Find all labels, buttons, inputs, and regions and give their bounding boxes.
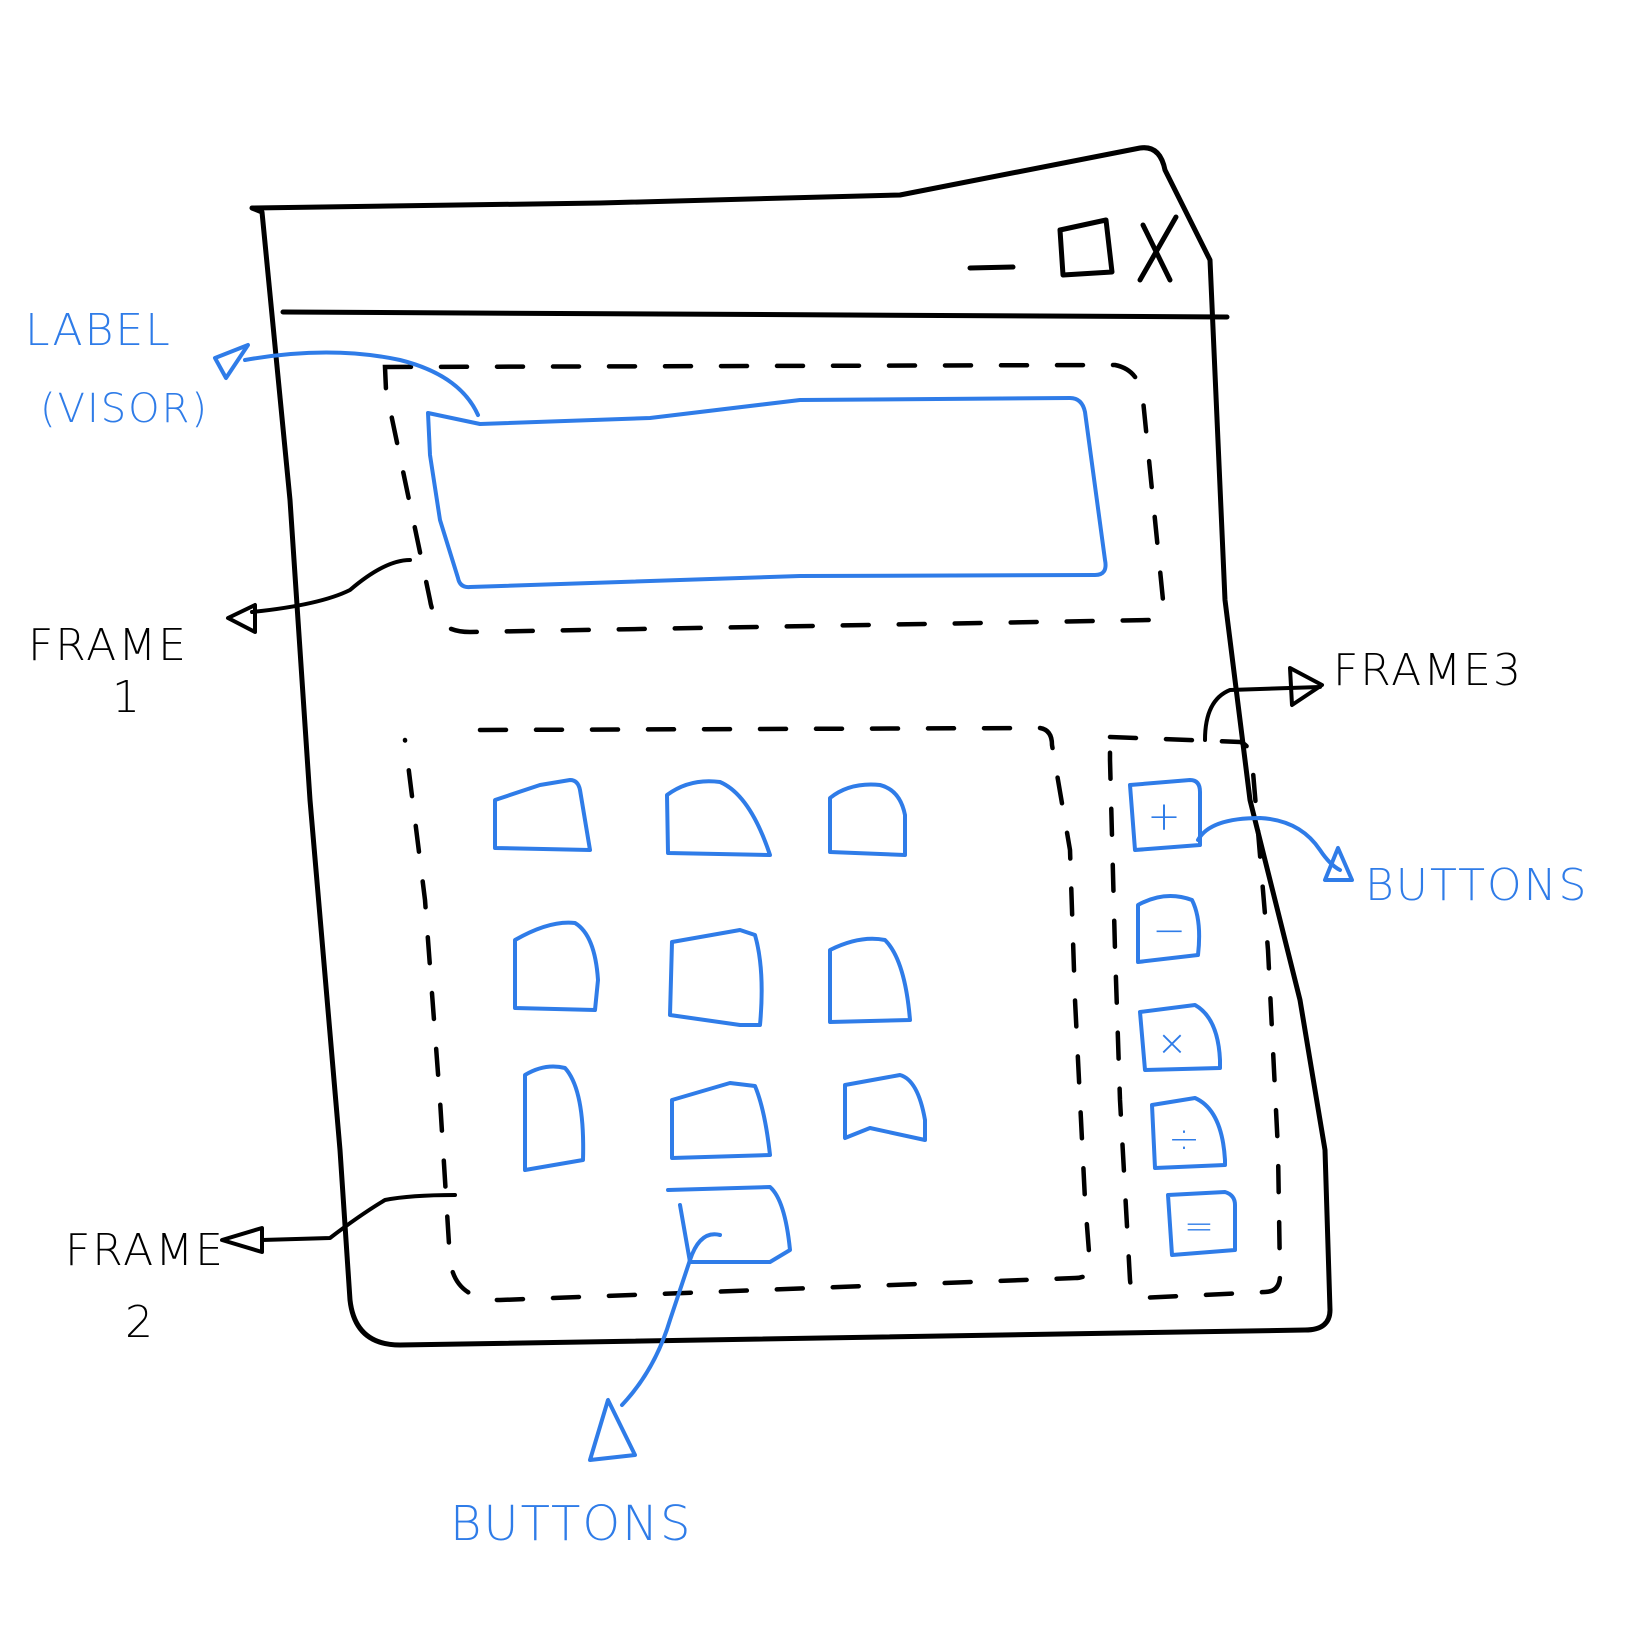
number-button[interactable] <box>523 1064 586 1172</box>
visor-display <box>426 396 1108 590</box>
annotation-frame-2: FRAME 2 <box>65 1193 457 1348</box>
operator-button-column: + − × ÷ = <box>1128 778 1237 1257</box>
frame-3-text: FRAME3 <box>1333 645 1523 696</box>
number-button[interactable] <box>843 1073 927 1142</box>
frame-1-text-line1: FRAME <box>28 620 188 671</box>
number-button-grid <box>493 778 927 1264</box>
frame-2-outline <box>402 725 1093 1303</box>
frame-1-outline <box>382 362 1166 635</box>
buttons-bottom-text: BUTTONS <box>450 1496 693 1552</box>
plus-button[interactable]: + <box>1128 778 1202 852</box>
divide-button[interactable]: ÷ <box>1150 1096 1227 1170</box>
minimize-icon[interactable] <box>967 264 1016 271</box>
number-button[interactable] <box>666 1185 792 1264</box>
annotation-buttons-right: BUTTONS <box>1196 816 1588 911</box>
label-visor-text-line2: (VISOR) <box>40 386 209 432</box>
number-button[interactable] <box>513 920 600 1012</box>
maximize-icon[interactable] <box>1057 217 1115 278</box>
equals-button[interactable]: = <box>1166 1190 1237 1257</box>
svg-text:=: = <box>1184 1206 1216 1247</box>
window-outline <box>249 145 1333 1348</box>
frame-2-arrow-icon <box>220 1226 264 1254</box>
svg-text:−: − <box>1152 908 1188 954</box>
title-bar-separator <box>280 309 1230 320</box>
frame-2-text-line1: FRAME <box>65 1225 225 1276</box>
annotation-frame-1: FRAME 1 <box>28 558 412 723</box>
frame-3-outline <box>1107 734 1283 1301</box>
frame-1-text-line2: 1 <box>112 672 142 723</box>
number-button[interactable] <box>828 782 907 857</box>
number-button[interactable] <box>670 1081 772 1160</box>
multiply-button[interactable]: × <box>1138 1003 1222 1072</box>
svg-text:×: × <box>1157 1023 1189 1064</box>
frame-1-arrow-icon <box>226 603 257 634</box>
buttons-bottom-arrow-icon <box>588 1398 637 1462</box>
minus-button[interactable]: − <box>1136 894 1202 964</box>
svg-text:÷: ÷ <box>1168 1117 1202 1161</box>
label-visor-arrow-icon <box>213 343 250 380</box>
annotation-buttons-bottom: BUTTONS <box>450 1232 722 1552</box>
number-button[interactable] <box>828 936 912 1024</box>
frame-2-text-line2: 2 <box>125 1297 155 1348</box>
number-button[interactable] <box>668 928 764 1027</box>
svg-text:+: + <box>1147 794 1183 840</box>
number-button[interactable] <box>493 778 592 852</box>
annotation-label-visor: LABEL (VISOR) <box>25 305 480 432</box>
number-button[interactable] <box>665 779 772 857</box>
label-visor-text-line1: LABEL <box>25 305 172 356</box>
buttons-right-text: BUTTONS <box>1365 860 1588 911</box>
close-icon[interactable] <box>1137 214 1179 283</box>
annotation-frame-3: FRAME3 <box>1203 645 1523 742</box>
